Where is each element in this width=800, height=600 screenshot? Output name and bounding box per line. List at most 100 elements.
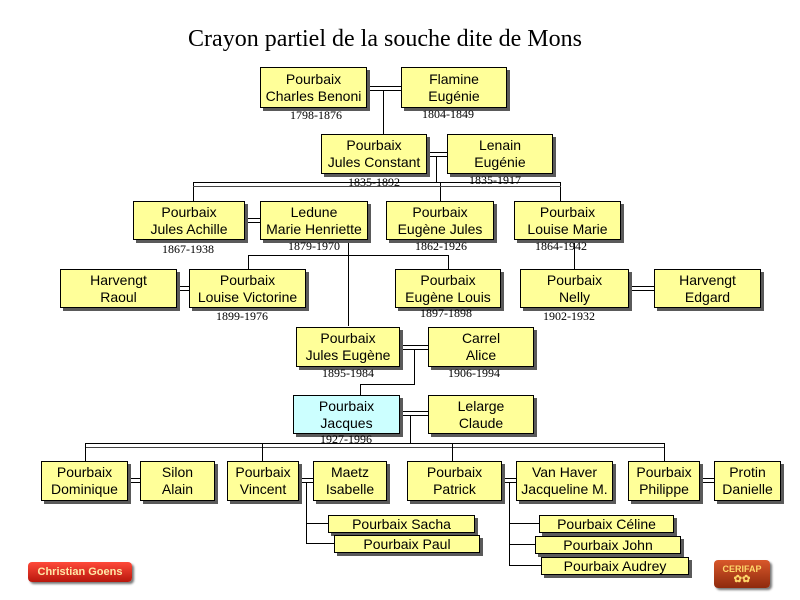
flower-icon: ✿✿ <box>733 573 751 585</box>
person-given-name: Isabelle <box>325 481 375 497</box>
person-given-name: Marie Henriette <box>266 220 362 237</box>
person-box-pourbaix-paul[interactable]: Pourbaix Paul <box>334 535 480 553</box>
person-box-pourbaix-jules-achille[interactable]: Pourbaix Jules Achille <box>133 201 245 240</box>
person-surname: Silon <box>161 464 194 480</box>
person-dates: 1902-1932 <box>543 309 595 323</box>
person-dates: 1897-1898 <box>420 306 472 320</box>
person-dates: 1899-1976 <box>216 309 268 323</box>
person-box-pourbaix-louise-victorine[interactable]: Pourbaix Louise Victorine <box>189 269 306 308</box>
person-dates: 1864-1942 <box>535 239 587 253</box>
person-given-name: Alain <box>161 481 194 497</box>
person-surname: Lelarge <box>457 397 505 414</box>
person-dates: 1835-1892 <box>348 175 400 189</box>
person-dates: 1835-1917 <box>469 173 521 187</box>
person-box-pourbaix-eugene-louis[interactable]: Pourbaix Eugène Louis <box>395 269 501 308</box>
person-dates: 1798-1876 <box>290 108 342 122</box>
person-given-name: Patrick <box>433 481 476 497</box>
person-surname: Pourbaix <box>636 464 692 480</box>
person-surname: Pourbaix <box>318 397 375 414</box>
person-given-name: Alice <box>465 347 497 363</box>
person-surname: Protin <box>729 464 766 480</box>
person-box-pourbaix-jacques[interactable]: Pourbaix Jacques <box>293 395 400 434</box>
person-surname: Pourbaix <box>235 464 291 480</box>
person-box-pourbaix-patrick[interactable]: Pourbaix Patrick <box>407 461 502 501</box>
person-given-name: Dominique <box>51 481 118 497</box>
person-given-name: Nelly <box>558 288 591 305</box>
author-badge-label: Christian Goens <box>37 566 123 578</box>
person-surname: Pourbaix <box>420 271 476 288</box>
person-box-pourbaix-dominique[interactable]: Pourbaix Dominique <box>41 461 128 501</box>
person-surname: Pourbaix <box>412 203 468 220</box>
person-given-name: Jules Eugène <box>305 347 391 363</box>
person-given-name: Edgard <box>684 288 731 305</box>
person-given-name: Philippe <box>639 481 689 497</box>
person-box-pourbaix-john[interactable]: Pourbaix John <box>535 536 681 554</box>
person-given-name: Eugénie <box>474 154 526 170</box>
person-given-name: Louise Victorine <box>197 288 298 305</box>
person-box-ledune-marie-henriette[interactable]: Ledune Marie Henriette <box>260 201 368 240</box>
person-box-pourbaix-vincent[interactable]: Pourbaix Vincent <box>227 461 299 501</box>
person-box-pourbaix-eugene-jules[interactable]: Pourbaix Eugène Jules <box>386 201 494 240</box>
person-given-name: Raoul <box>100 288 137 305</box>
person-dates: 1895-1984 <box>322 366 374 380</box>
person-name: Pourbaix Paul <box>363 535 451 552</box>
person-box-pourbaix-celine[interactable]: Pourbaix Céline <box>539 515 674 533</box>
person-surname: Pourbaix <box>161 203 217 220</box>
person-given-name: Eugène Jules <box>397 220 483 237</box>
person-surname: Pourbaix <box>219 271 276 288</box>
person-name: Pourbaix Audrey <box>563 557 667 574</box>
person-given-name: Danielle <box>722 481 773 497</box>
person-given-name: Jacqueline M. <box>521 481 608 497</box>
person-surname: Flamine <box>429 70 479 87</box>
person-dates: 1927-1996 <box>320 432 372 446</box>
person-box-harvengt-edgard[interactable]: Harvengt Edgard <box>654 269 761 308</box>
person-surname: Pourbaix <box>426 464 483 480</box>
author-badge[interactable]: Christian Goens <box>28 562 132 582</box>
person-box-pourbaix-sacha[interactable]: Pourbaix Sacha <box>328 515 475 533</box>
person-box-pourbaix-louise-marie[interactable]: Pourbaix Louise Marie <box>514 201 621 240</box>
person-surname: Van Haver <box>531 464 598 480</box>
person-box-harvengt-raoul[interactable]: Harvengt Raoul <box>60 269 177 308</box>
person-surname: Lenain <box>478 137 522 153</box>
person-surname: Maetz <box>330 464 370 480</box>
person-name: Pourbaix John <box>563 536 653 553</box>
person-surname: Pourbaix <box>539 203 596 220</box>
person-surname: Pourbaix <box>320 330 376 346</box>
person-name: Pourbaix Céline <box>557 515 656 532</box>
person-box-pourbaix-nelly[interactable]: Pourbaix Nelly <box>520 269 629 308</box>
person-surname: Pourbaix <box>346 137 402 153</box>
person-given-name: Jules Constant <box>327 154 421 170</box>
cerifap-logo[interactable]: CERIFAP ✿✿ <box>714 560 770 588</box>
person-box-flamine-eugenie[interactable]: Flamine Eugénie <box>401 67 507 108</box>
person-given-name: Claude <box>458 414 504 431</box>
cerifap-logo-label: CERIFAP <box>722 563 762 574</box>
person-box-carrel-alice[interactable]: Carrel Alice <box>428 327 534 367</box>
person-surname: Harvengt <box>679 271 736 288</box>
person-name: Pourbaix Sacha <box>352 515 451 532</box>
person-box-pourbaix-philippe[interactable]: Pourbaix Philippe <box>628 461 700 501</box>
person-surname: Pourbaix <box>285 70 342 87</box>
person-box-pourbaix-audrey[interactable]: Pourbaix Audrey <box>541 557 689 575</box>
person-given-name: Charles Benoni <box>265 87 362 104</box>
person-dates: 1906-1994 <box>448 366 500 380</box>
person-box-maetz-isabelle[interactable]: Maetz Isabelle <box>313 461 387 501</box>
person-box-lenain-eugenie[interactable]: Lenain Eugénie <box>447 134 553 174</box>
person-dates: 1867-1938 <box>162 242 214 256</box>
person-surname: Carrel <box>461 330 501 346</box>
person-box-pourbaix-jules-constant[interactable]: Pourbaix Jules Constant <box>321 134 427 174</box>
person-given-name: Louise Marie <box>527 220 608 237</box>
person-box-pourbaix-jules-eugene[interactable]: Pourbaix Jules Eugène <box>296 327 400 367</box>
person-box-pourbaix-charles-benoni[interactable]: Pourbaix Charles Benoni <box>260 67 367 108</box>
person-box-van-haver-jacqueline[interactable]: Van Haver Jacqueline M. <box>516 461 613 501</box>
person-dates: 1862-1926 <box>415 239 467 253</box>
person-box-lelarge-claude[interactable]: Lelarge Claude <box>428 395 534 434</box>
person-given-name: Eugénie <box>428 87 480 104</box>
person-given-name: Jacques <box>320 414 373 431</box>
person-surname: Ledune <box>290 203 338 220</box>
person-box-silon-alain[interactable]: Silon Alain <box>140 461 215 501</box>
person-surname: Pourbaix <box>56 464 113 480</box>
person-given-name: Eugène Louis <box>405 288 491 305</box>
chart-title: Crayon partiel de la souche dite de Mons <box>188 26 582 52</box>
person-box-protin-danielle[interactable]: Protin Danielle <box>714 461 781 501</box>
person-given-name: Vincent <box>239 481 287 497</box>
